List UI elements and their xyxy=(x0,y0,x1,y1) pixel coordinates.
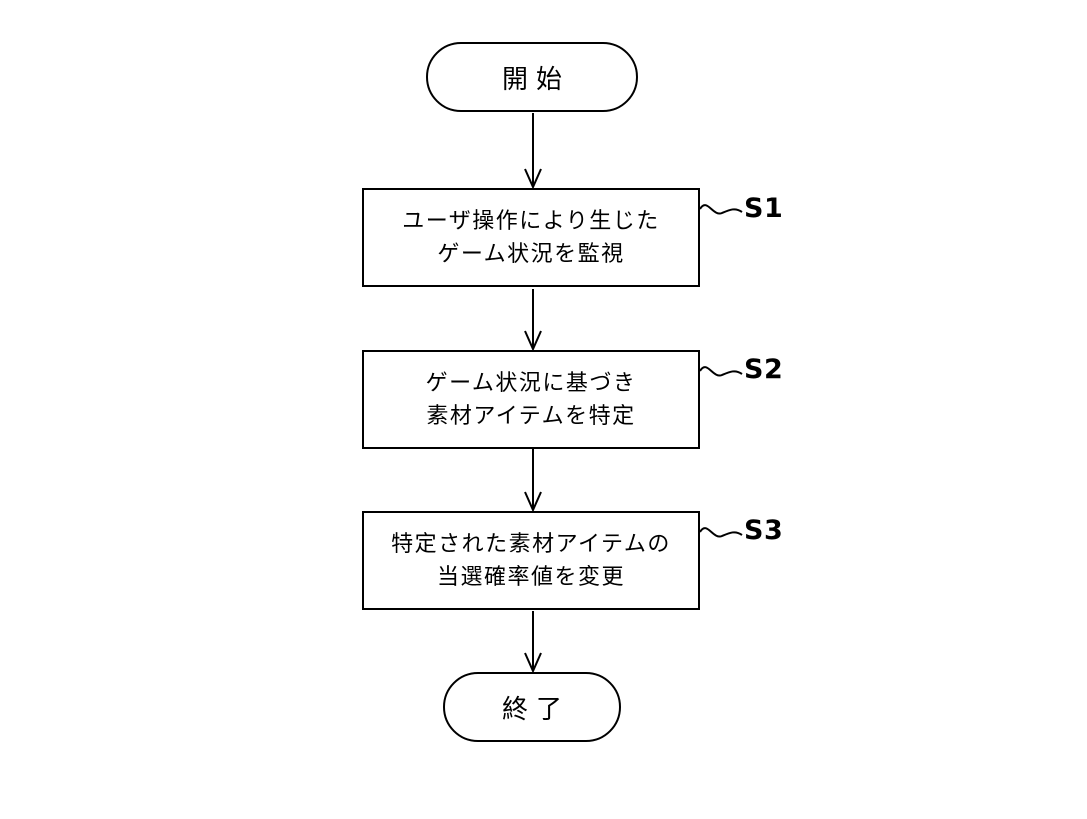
process-box-s3: 特定された素材アイテムの 当選確率値を変更 xyxy=(362,511,700,610)
squiggle-s1 xyxy=(699,204,743,215)
squiggle-s2 xyxy=(699,366,743,377)
process-text-line: 当選確率値を変更 xyxy=(436,564,625,590)
step-ref-label-s3: S3 xyxy=(744,515,784,546)
end-terminal: 終了 xyxy=(443,672,621,742)
step-ref-label-s1: S1 xyxy=(744,193,784,224)
step-ref-label-s2: S2 xyxy=(744,354,784,385)
arrow-s1-to-s2 xyxy=(524,289,542,352)
start-terminal: 開始 xyxy=(426,42,638,112)
arrow-start-to-s1 xyxy=(524,113,542,190)
process-box-s1: ユーザ操作により生じた ゲーム状況を監視 xyxy=(362,188,700,287)
process-text-line: ゲーム状況を監視 xyxy=(437,241,625,267)
end-label: 終了 xyxy=(501,694,570,725)
process-text-line: 素材アイテムを特定 xyxy=(426,403,636,429)
squiggle-s3 xyxy=(699,527,743,538)
process-box-s2: ゲーム状況に基づき 素材アイテムを特定 xyxy=(362,350,700,449)
arrow-s3-to-end xyxy=(524,611,542,674)
process-text-line: 特定された素材アイテムの xyxy=(391,531,671,557)
arrow-s2-to-s3 xyxy=(524,449,542,513)
process-text-line: ユーザ操作により生じた xyxy=(402,208,660,234)
start-label: 開始 xyxy=(501,64,570,95)
process-text-line: ゲーム状況に基づき xyxy=(425,370,637,396)
